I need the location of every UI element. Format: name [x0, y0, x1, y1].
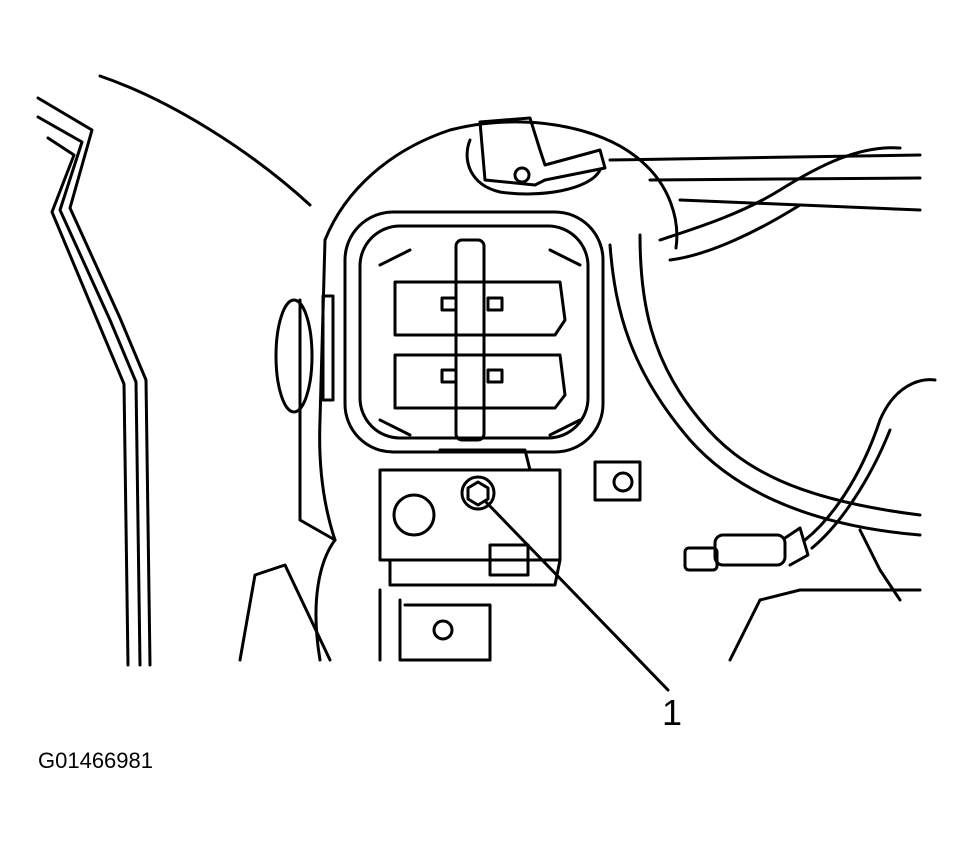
figure-id: G01466981	[38, 748, 153, 773]
bulb-socket-assembly	[343, 210, 605, 454]
hood-edge-line	[98, 74, 312, 207]
side-marker-socket	[683, 378, 937, 572]
callout-leader-line	[484, 500, 670, 692]
lower-body-line	[728, 588, 922, 662]
housing-slot	[321, 294, 335, 402]
lower-mounting-bracket	[378, 448, 562, 587]
top-electrical-connector	[465, 116, 607, 196]
fender-panel-edge	[36, 96, 152, 667]
side-marker-lens	[274, 298, 314, 414]
headlamp-housing	[298, 120, 679, 662]
bracket-screw	[593, 460, 642, 502]
callout-label-1: 1	[662, 692, 682, 733]
lower-body-line-2	[858, 528, 902, 602]
headlamp-mounting-bolt	[460, 475, 496, 511]
radiator-support	[238, 563, 492, 662]
wiring-harness	[608, 146, 922, 537]
